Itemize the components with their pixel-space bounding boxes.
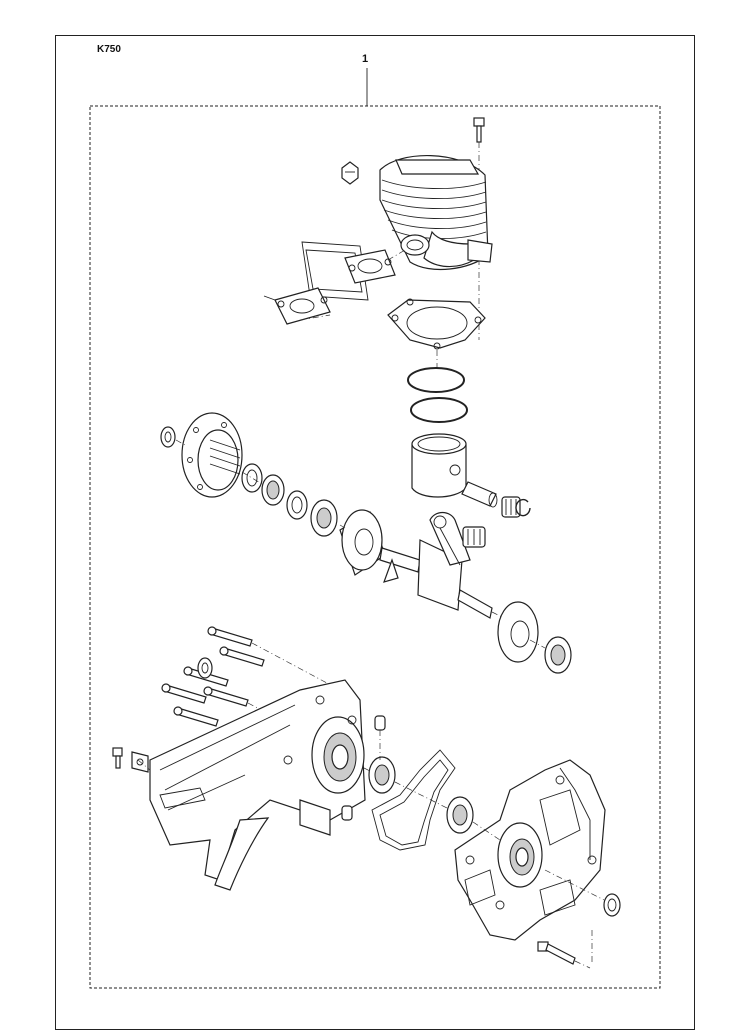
main-bearing-flywheel [446, 796, 474, 834]
intake-flange [301, 241, 406, 301]
kit-callout-number: 1 [362, 53, 369, 65]
piston-ring-upper [407, 367, 465, 393]
crank-seal-left [241, 463, 263, 493]
kit-boundary [89, 105, 661, 989]
assembly-centerlines [137, 314, 605, 965]
crankcase-right-half [454, 759, 606, 941]
piston-circlip [515, 498, 531, 517]
clutch-side-seal [197, 657, 213, 679]
cylinder-screw [473, 117, 485, 340]
main-bearing-pto [368, 756, 396, 794]
crank-seal-mid [286, 490, 308, 520]
crank-bearing-right [544, 636, 572, 674]
crankcase-screw [537, 941, 591, 969]
exhaust-gasket [263, 287, 331, 325]
cylinder [379, 155, 493, 271]
piston-pin [461, 481, 498, 508]
clutch-drum [181, 412, 243, 498]
dowel-pin-lower [341, 805, 353, 821]
small-end-bearing [501, 496, 521, 518]
big-end-bearing [462, 526, 486, 548]
piston [411, 433, 467, 498]
dowel-pin-upper [374, 715, 386, 731]
model-label: K750 [97, 44, 121, 55]
crankcase-gasket [371, 749, 456, 851]
crankcase-left-half [149, 679, 366, 891]
cylinder-gasket [387, 298, 486, 370]
flywheel-side-seal [603, 893, 621, 917]
piston-ring-lower [410, 397, 468, 423]
crankshaft [339, 509, 513, 623]
crank-bearing-mid [310, 499, 338, 537]
spark-plug [341, 161, 359, 185]
bracket-screw [112, 747, 149, 773]
flywheel-side-web [497, 601, 539, 663]
crank-bearing-left [261, 474, 285, 506]
washer-left [160, 426, 176, 448]
